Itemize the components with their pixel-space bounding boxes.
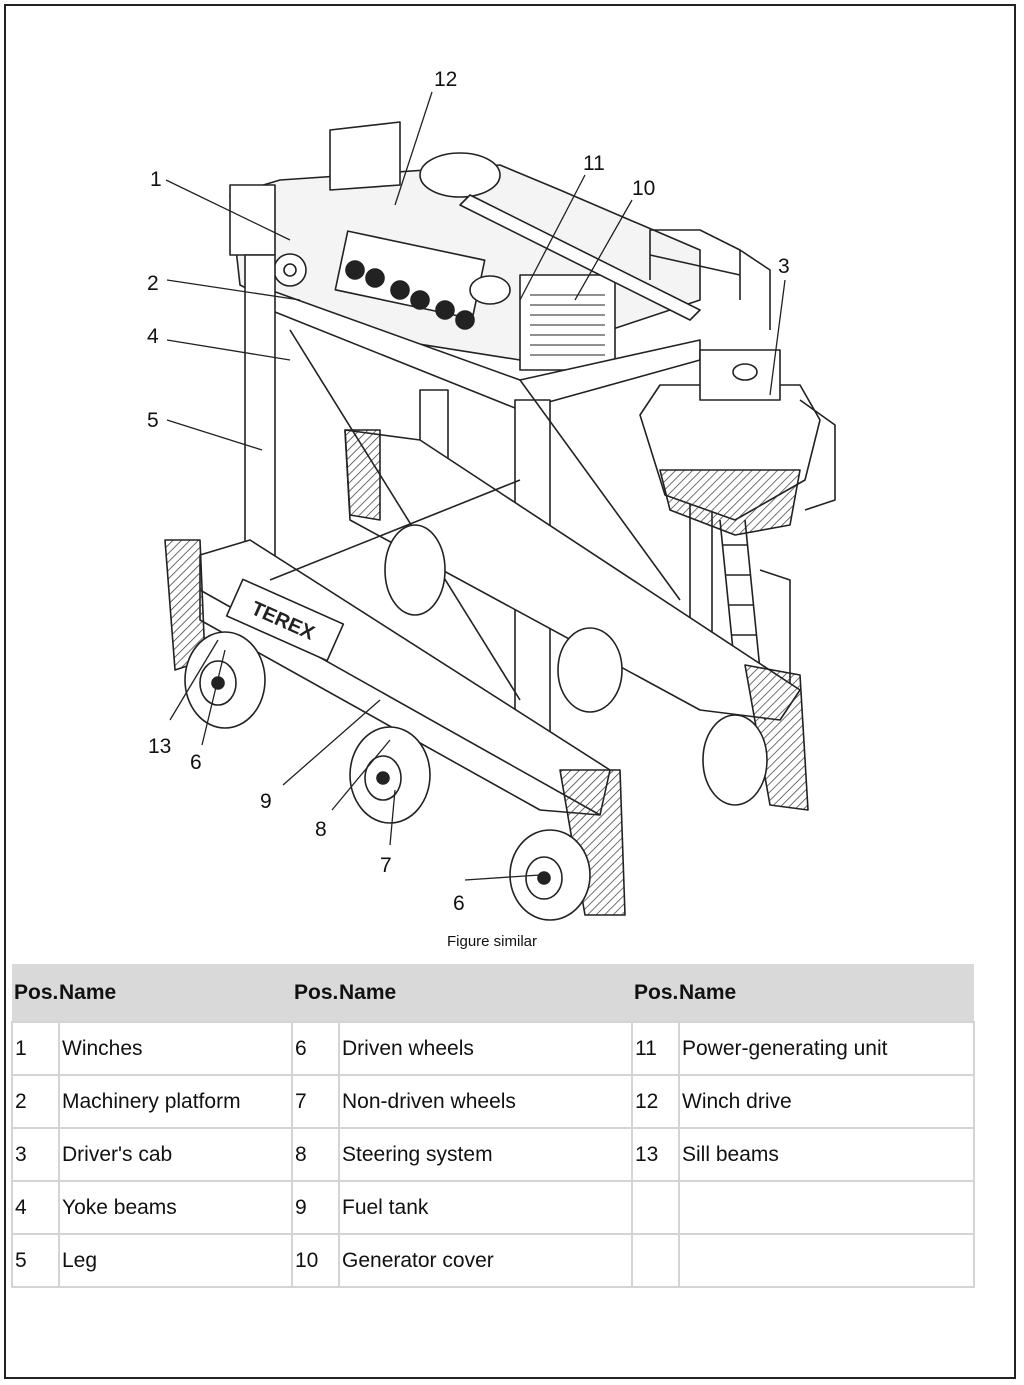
header-pos: Pos. (12, 964, 59, 1022)
position-cell: 13 (631, 1127, 680, 1182)
callout-7: 7 (380, 854, 392, 877)
position-cell: 8 (291, 1127, 340, 1182)
position-cell: 10 (291, 1233, 340, 1288)
callout-6-left: 6 (190, 751, 202, 774)
name-cell: Driver's cab (58, 1127, 293, 1182)
callout-5: 5 (147, 409, 159, 432)
callout-8: 8 (315, 818, 327, 841)
position-cell: 1 (11, 1021, 60, 1076)
name-cell: Yoke beams (58, 1180, 293, 1235)
callout-10: 10 (632, 177, 655, 200)
position-cell: 7 (291, 1074, 340, 1129)
page-border (4, 4, 1016, 1379)
callout-13: 13 (148, 735, 171, 758)
position-cell (631, 1233, 680, 1288)
name-cell (678, 1233, 975, 1288)
wheel-front-left (184, 631, 266, 729)
callout-9: 9 (260, 790, 272, 813)
name-cell: Sill beams (678, 1127, 975, 1182)
header-pos: Pos. (632, 964, 679, 1022)
name-cell: Power-generating unit (678, 1021, 975, 1076)
header-pos: Pos. (292, 964, 339, 1022)
wheel-rear (384, 524, 768, 806)
name-cell: Generator cover (338, 1233, 633, 1288)
position-cell: 12 (631, 1074, 680, 1129)
name-cell: Fuel tank (338, 1180, 633, 1235)
header-name: Name (679, 964, 974, 1022)
generator-cover-grille (530, 294, 605, 356)
callout-3: 3 (778, 255, 790, 278)
name-cell: Leg (58, 1233, 293, 1288)
wheel-front-right (509, 829, 591, 921)
name-cell: Steering system (338, 1127, 633, 1182)
callout-1: 1 (150, 168, 162, 191)
callout-12: 12 (434, 68, 457, 91)
position-cell: 2 (11, 1074, 60, 1129)
name-cell: Machinery platform (58, 1074, 293, 1129)
header-name: Name (59, 964, 292, 1022)
machine-line-art (164, 121, 836, 921)
name-cell: Winch drive (678, 1074, 975, 1129)
name-cell (678, 1180, 975, 1235)
position-cell: 3 (11, 1127, 60, 1182)
callout-2: 2 (147, 272, 159, 295)
straddle-carrier-drawing: TEREX 1 2 3 4 5 6 6 7 8 9 10 11 12 13 (147, 68, 836, 921)
position-cell: 5 (11, 1233, 60, 1288)
name-cell: Driven wheels (338, 1021, 633, 1076)
leader-lines (165, 91, 786, 881)
name-cell: Winches (58, 1021, 293, 1076)
straddle-carrier-figure: TEREX 1 2 3 4 5 6 6 7 8 9 10 11 12 13 (147, 68, 836, 921)
header-name: Name (339, 964, 632, 1022)
callout-11: 11 (583, 152, 605, 175)
figure-caption: Figure similar (446, 933, 537, 950)
position-cell: 4 (11, 1180, 60, 1235)
name-cell: Non-driven wheels (338, 1074, 633, 1129)
callout-6-right: 6 (453, 892, 465, 915)
table-header-row: Pos. Name Pos. Name Pos. Name (12, 964, 974, 1022)
position-cell (631, 1180, 680, 1235)
callout-4: 4 (147, 325, 159, 348)
position-cell: 11 (631, 1021, 680, 1076)
position-cell: 9 (291, 1180, 340, 1235)
wheel-front-middle (349, 726, 431, 824)
position-cell: 6 (291, 1021, 340, 1076)
